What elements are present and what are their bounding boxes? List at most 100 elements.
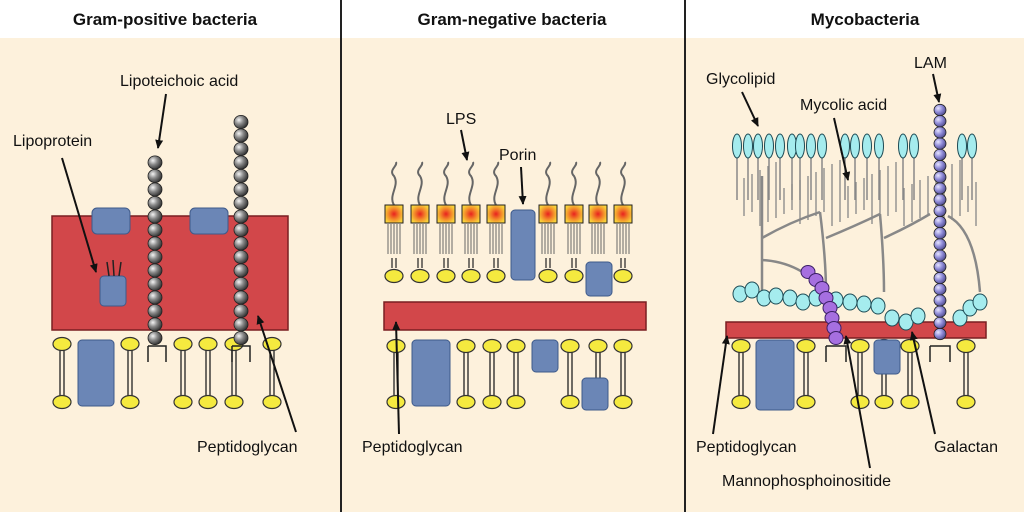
outer-membrane-protein <box>585 261 613 297</box>
lps-core <box>486 204 506 224</box>
lps-core <box>461 204 481 224</box>
gram-negative-panel <box>383 161 647 411</box>
porin-protein <box>510 209 536 281</box>
lipid-head <box>224 394 244 410</box>
teichoic-bead <box>233 114 249 130</box>
label-peptidoglycan-gram-positive: Peptidoglycan <box>197 439 298 456</box>
lps-core <box>538 204 558 224</box>
lam-bead <box>933 137 947 150</box>
lipid-head <box>560 338 580 354</box>
label-galactan: Galactan <box>934 439 998 456</box>
lam-bead <box>933 249 947 262</box>
label-porin: Porin <box>499 147 536 164</box>
galactan-unit <box>782 289 798 307</box>
teichoic-bead <box>233 290 249 305</box>
surface-protein <box>189 207 229 235</box>
glycolipid-head <box>795 133 805 159</box>
lipoteichoic-bead <box>147 276 163 292</box>
lam-bead <box>933 215 947 229</box>
panel-title-mycobacteria: Mycobacteria <box>811 10 920 29</box>
lipid-head <box>588 338 608 354</box>
membrane-protein <box>77 339 115 407</box>
lam-bead <box>933 182 947 195</box>
teichoic-bead <box>233 330 249 346</box>
lam-bead <box>933 171 947 184</box>
lipid-head <box>613 338 633 354</box>
lps-sugar-chain <box>443 161 450 206</box>
galactan-unit <box>795 293 811 311</box>
surface-protein <box>91 207 131 235</box>
lps-sugar-chain <box>417 161 424 206</box>
glycolipid-head <box>909 133 919 159</box>
lipoprotein-shape <box>99 275 127 307</box>
panel-title-gram-positive: Gram-positive bacteria <box>73 10 258 29</box>
label-lps: LPS <box>446 111 476 128</box>
glycolipid-head <box>806 133 816 159</box>
lipid-head <box>384 268 404 284</box>
teichoic-bead <box>233 182 249 197</box>
lps-sugar-chain <box>571 161 578 206</box>
label-mannophosphoinositide: Mannophosphoinositide <box>722 473 891 490</box>
lipoteichoic-bead <box>147 290 163 305</box>
teichoic-bead <box>233 209 249 224</box>
lipid-head <box>198 394 218 410</box>
lipid-head <box>506 394 526 410</box>
lipoteichoic-bead <box>147 317 163 332</box>
lipid-head <box>850 338 870 354</box>
lps-core <box>613 204 633 224</box>
lam-bead <box>933 159 947 173</box>
lipid-head <box>900 394 920 410</box>
lipid-head <box>506 338 526 354</box>
teichoic-bead <box>233 155 249 170</box>
lam-bead <box>933 294 947 307</box>
lipid-head <box>456 338 476 354</box>
teichoic-bead <box>233 222 249 238</box>
lam-bead <box>933 103 947 117</box>
lipoteichoic-bead <box>147 263 163 278</box>
lipid-head <box>52 336 72 352</box>
lipoteichoic-bead <box>147 303 163 319</box>
mannose-unit <box>828 331 844 345</box>
lipid-head <box>410 268 430 284</box>
galactan-unit <box>972 293 988 311</box>
galactan-unit <box>744 281 760 299</box>
membrane-protein <box>411 339 451 407</box>
lipid-head <box>796 338 816 354</box>
lipid-head <box>538 268 558 284</box>
lam-bead <box>933 115 947 128</box>
teichoic-bead <box>233 128 249 143</box>
teichoic-bead <box>233 276 249 292</box>
lipid-head <box>461 268 481 284</box>
membrane-bilayer <box>52 336 282 410</box>
lipid-head <box>613 394 633 410</box>
lipid-head <box>874 394 894 410</box>
lipid-head <box>613 268 633 284</box>
glycolipid-head <box>732 133 742 159</box>
label-mycolic-acid: Mycolic acid <box>800 97 887 114</box>
lipid-head <box>262 394 282 410</box>
label-lipoprotein: Lipoprotein <box>13 133 92 150</box>
lps-core <box>410 204 430 224</box>
lipid-head <box>731 338 751 354</box>
glycolipid-head <box>753 133 763 159</box>
galactan-unit <box>952 309 968 327</box>
lipid-head <box>850 394 870 410</box>
lps-core <box>436 204 456 224</box>
lipoteichoic-bead <box>147 209 163 224</box>
label-peptidoglycan-gram-negative: Peptidoglycan <box>362 439 463 456</box>
lam-bead <box>933 148 947 161</box>
membrane-protein <box>755 339 795 411</box>
lipoteichoic-acid-chain <box>147 155 163 346</box>
lipid-head <box>731 394 751 410</box>
glycolipid-head <box>743 133 753 159</box>
lipid-head <box>52 394 72 410</box>
teichoic-bead <box>233 236 249 251</box>
lps-layer <box>384 161 633 284</box>
lipid-head <box>560 394 580 410</box>
peptidoglycan-layer <box>51 215 289 331</box>
lipoteichoic-bead <box>147 182 163 197</box>
galactan-unit <box>910 307 926 325</box>
lam-bead <box>933 227 947 240</box>
lipoteichoic-bead <box>147 222 163 238</box>
gram-positive-panel <box>51 114 289 410</box>
